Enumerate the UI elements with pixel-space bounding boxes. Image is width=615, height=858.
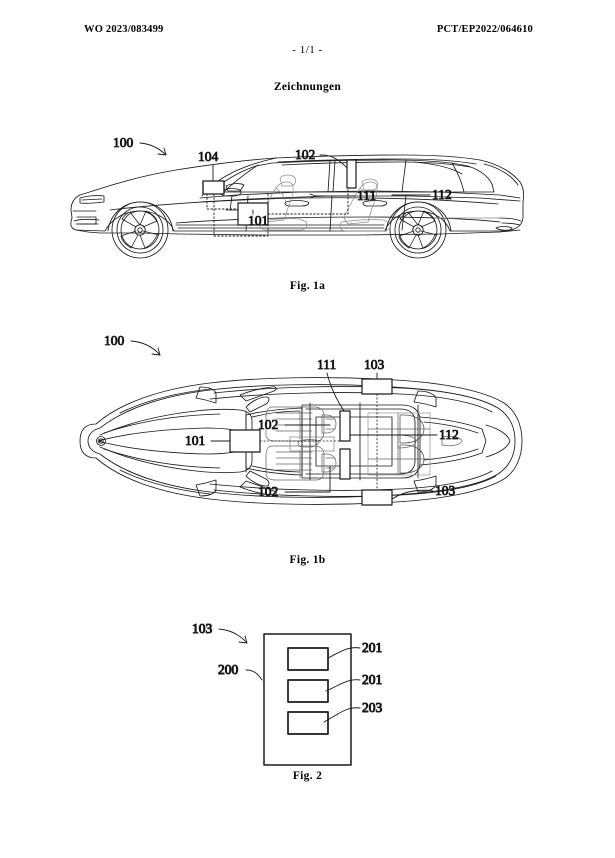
fig2-block-2	[287, 679, 329, 703]
header-application-number: PCT/EP2022/064610	[436, 24, 533, 35]
figure-1a-drawing: 100 104 102 101 111 112	[70, 135, 524, 259]
ref-112-fig1a: 112	[432, 187, 452, 202]
ref-101-fig1b: 101	[185, 433, 205, 448]
figure-1b-drawing: 100 111 103 102 101 112 102	[79, 333, 523, 506]
ref-103-fig2: 103	[192, 621, 213, 636]
figure-2: 103 200 201 201 203 Fig. 2	[0, 612, 615, 783]
figure-2-drawing: 103 200 201 201 203	[192, 621, 383, 766]
ref-103-fig1b-upper: 103	[364, 357, 385, 372]
ref-203-fig2: 203	[362, 700, 383, 715]
ref-100-fig1b: 100	[104, 333, 125, 348]
fig2-block-3	[287, 711, 329, 735]
figure-1a-caption: Fig. 1a	[289, 280, 326, 292]
header-publication-number: WO 2023/083499	[84, 24, 164, 35]
figure-1b-caption: Fig. 1b	[289, 554, 326, 566]
ref-201-fig2-top: 201	[362, 640, 382, 655]
ref-201-fig2-middle: 201	[362, 672, 382, 687]
figure-2-caption: Fig. 2	[292, 770, 323, 782]
ref-200-fig2: 200	[218, 662, 239, 677]
page-title: Zeichnungen	[273, 81, 342, 93]
ref-100-fig1a: 100	[113, 135, 134, 150]
ref-111-fig1a: 111	[357, 188, 376, 203]
ref-104-fig1a: 104	[198, 149, 219, 164]
ref-102-fig1b-upper: 102	[258, 417, 278, 432]
fig2-block-1	[287, 647, 329, 671]
ref-111-fig1b: 111	[317, 357, 336, 372]
ref-103-fig1b-lower: 103	[435, 483, 456, 498]
figure-1b: 100 111 103 102 101 112 102	[0, 325, 615, 566]
ref-112-fig1b: 112	[439, 427, 459, 442]
figure-1a: 100 104 102 101 111 112 Fig	[0, 118, 615, 292]
page-number: - 1/1 -	[292, 44, 323, 56]
ref-101-fig1a: 101	[248, 213, 268, 228]
ref-102-fig1b-lower: 102	[258, 484, 278, 499]
ref-102-fig1a: 102	[295, 147, 315, 162]
